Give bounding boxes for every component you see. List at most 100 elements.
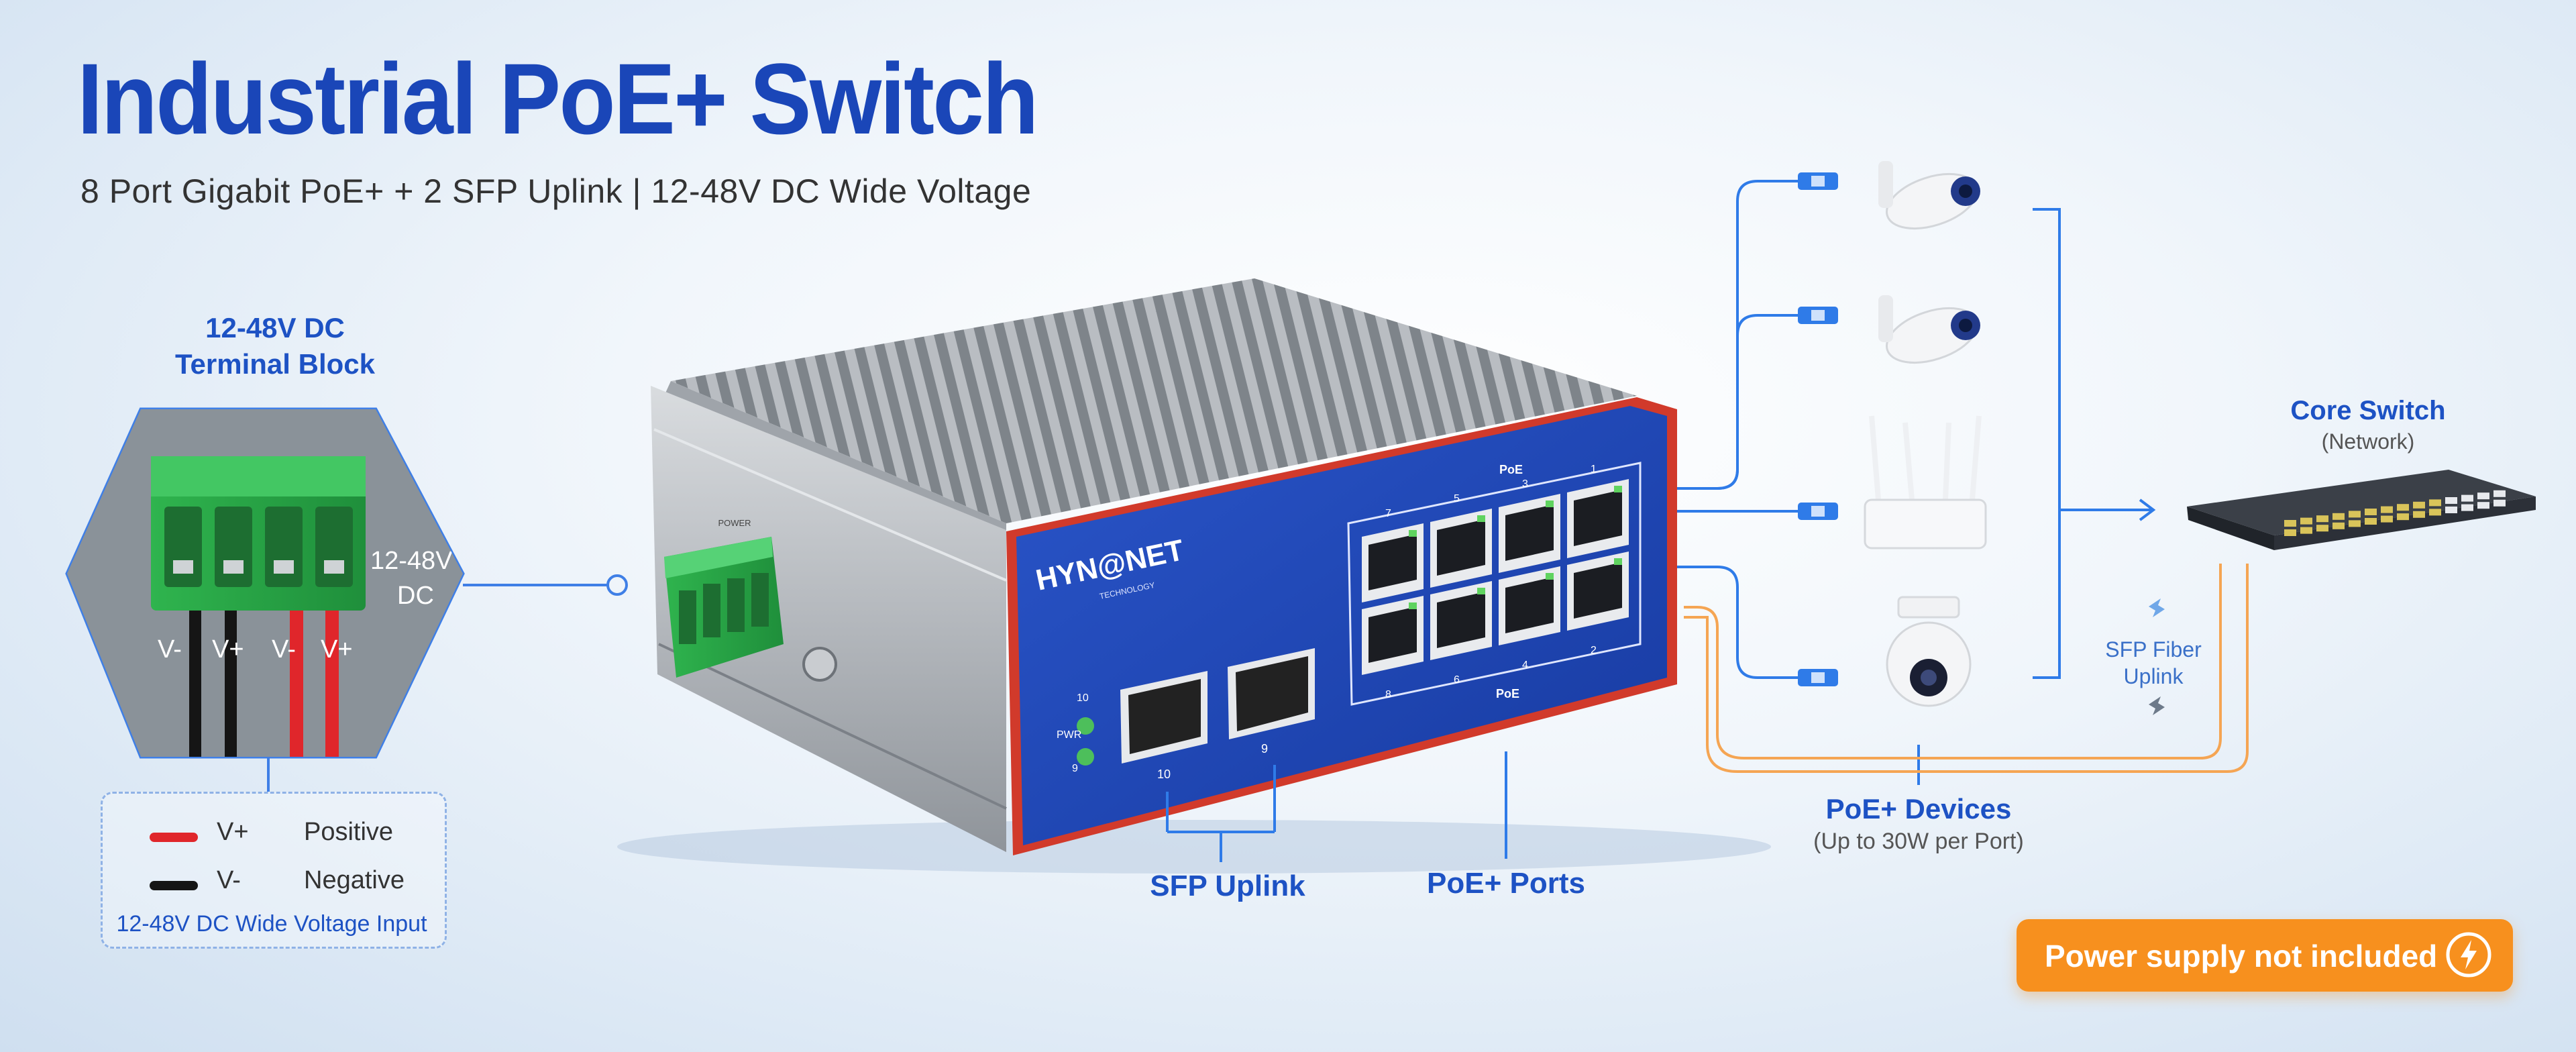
poe-switch: POWER HYN@NET TECHNOLOGY PWR 9 10 10 9 P… — [617, 278, 1771, 874]
core-switch-port — [2332, 513, 2345, 520]
core-switch-label: Core Switch — [2290, 396, 2446, 425]
poe-tag: PoE — [1499, 463, 1523, 476]
wireless-router-icon — [1864, 415, 1987, 549]
sfp-fiber-label-line: Uplink — [2123, 664, 2184, 688]
sfp-uplink-label: SFP Uplink — [1150, 870, 1305, 902]
wire-positive — [325, 590, 339, 757]
rj45-port — [1567, 551, 1629, 631]
ip-camera-icon — [1878, 295, 1980, 364]
rj45-plug-icon — [1798, 669, 1838, 686]
legend-caption: 12-48V DC Wide Voltage Input — [116, 911, 427, 937]
led-label: 9 — [1072, 763, 1078, 774]
core-switch-port — [2413, 511, 2425, 518]
core-switch-port — [2381, 506, 2393, 513]
core-switch-port — [2493, 490, 2506, 497]
core-switch-port — [2397, 513, 2409, 521]
lightning-bolt-icon — [2446, 932, 2491, 978]
terminal-caption: POWER — [718, 518, 751, 528]
page-subtitle: 8 Port Gigabit PoE+ + 2 SFP Uplink | 12-… — [80, 172, 1032, 210]
port-number: 3 — [1522, 478, 1528, 490]
led-label: PWR — [1057, 729, 1081, 741]
poe-ports-label: PoE+ Ports — [1427, 867, 1585, 900]
core-switch-port — [2477, 492, 2489, 500]
core-switch-port — [2445, 497, 2457, 504]
wire-legend: V+ Positive V- Negative — [101, 792, 447, 949]
negative-wire-swatch — [150, 881, 198, 890]
poe-tag: PoE — [1496, 687, 1519, 700]
core-switch-port — [2349, 511, 2361, 518]
sfp-port — [1120, 671, 1208, 764]
negative-label: Negative — [304, 866, 405, 894]
core-switch-port — [2365, 509, 2377, 515]
rj45-port — [1567, 479, 1629, 558]
core-switch-port — [2349, 520, 2361, 527]
sfp-port — [1228, 648, 1315, 739]
switch-side — [651, 386, 1006, 852]
pin-label: V- — [158, 635, 182, 664]
pin-label: V+ — [212, 635, 244, 664]
terminal-heading-line: 12-48V DC — [205, 312, 345, 344]
sfp-number: 9 — [1261, 742, 1268, 755]
pin-label: V- — [272, 635, 296, 664]
ground-screw — [802, 647, 837, 682]
core-switch-port — [2493, 499, 2506, 507]
power-supply-badge: Power supply not included — [2017, 919, 2513, 992]
positive-wire-swatch — [150, 833, 198, 842]
core-switch-port — [2300, 527, 2312, 534]
core-switch-port — [2316, 525, 2328, 532]
page-title: Industrial PoE+ Switch — [77, 42, 1039, 155]
core-switch-port — [2365, 518, 2377, 525]
core-switch-port — [2397, 504, 2409, 511]
core-switch-sublabel: (Network) — [2321, 429, 2415, 454]
core-switch-port — [2332, 522, 2345, 529]
led-label: 10 — [1077, 692, 1089, 704]
ip-camera-icon — [1878, 161, 1980, 229]
rj45-connectors — [1798, 172, 1838, 686]
core-switch-port — [2461, 494, 2473, 502]
terminal-block-closeup: V- V+ V- V+ 12-48V DC — [65, 407, 465, 792]
rj45-port — [1430, 581, 1492, 660]
rj45-port — [1362, 596, 1424, 675]
sfp-number: 10 — [1157, 768, 1171, 781]
rj45-port — [1499, 566, 1560, 645]
positive-label: Positive — [304, 818, 394, 846]
core-switch-port — [2381, 515, 2393, 523]
rj45-port — [1499, 494, 1560, 573]
port-number: 6 — [1454, 674, 1460, 686]
fiber-icon — [2149, 598, 2165, 715]
core-switch-port — [2413, 501, 2425, 509]
core-switch-port — [2300, 517, 2312, 525]
rj45-port — [1362, 523, 1424, 602]
voltage-engraving: DC — [397, 582, 434, 610]
led-pwr — [1077, 717, 1094, 735]
rj45-plug-icon — [1798, 172, 1838, 190]
switch-terminal-block: POWER — [664, 518, 784, 678]
pin-label: V+ — [321, 635, 353, 664]
wire-negative — [189, 590, 201, 757]
rj45-port — [1430, 509, 1492, 588]
port-number: 7 — [1385, 508, 1391, 519]
terminal-block-heading: 12-48V DC Terminal Block — [154, 310, 396, 382]
core-switch-port — [2284, 520, 2296, 527]
core-switch-port — [2284, 529, 2296, 536]
sfp-fiber-label-line: SFP Fiber — [2105, 637, 2202, 662]
core-switch-port — [2477, 502, 2489, 509]
core-switch-port — [2429, 499, 2441, 507]
core-switch-port — [2445, 507, 2457, 513]
voltage-engraving: 12-48V — [370, 547, 453, 575]
port-number: 4 — [1522, 660, 1528, 671]
connection-lines — [1166, 180, 2249, 862]
core-switch-port — [2429, 509, 2441, 516]
poe-devices-label: PoE+ Devices — [1825, 793, 2012, 825]
core-switch-icon — [2187, 470, 2536, 550]
sfp-fiber-label: SFP Fiber Uplink — [2073, 636, 2234, 690]
poe-devices-sublabel: (Up to 30W per Port) — [1813, 829, 2024, 854]
core-switch-port — [2316, 515, 2328, 523]
negative-symbol: V- — [217, 866, 241, 894]
led-9 — [1077, 748, 1094, 766]
port-number: 8 — [1385, 689, 1391, 700]
terminal-heading-line: Terminal Block — [175, 348, 375, 380]
power-supply-text: Power supply not included — [2045, 939, 2438, 974]
